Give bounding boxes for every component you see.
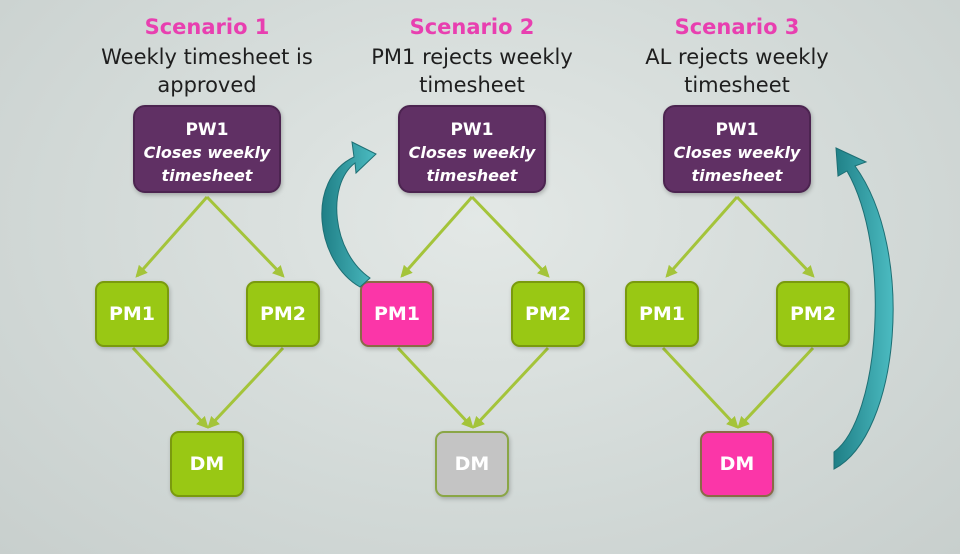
scenario-2: Scenario 2 PM1 rejects weekly timesheet … (312, 0, 632, 554)
dm-node: DM (435, 431, 509, 497)
flow-connectors (131, 195, 285, 429)
scenario-1: Scenario 1 Weekly timesheet is approved … (47, 0, 367, 554)
scenario-title: Scenario 1 (144, 15, 270, 39)
scenario-title: Scenario 2 (409, 15, 535, 39)
flow-connectors (661, 195, 815, 429)
connector-pw1-pm1 (400, 196, 474, 278)
pw1-label: PW1 (450, 120, 494, 140)
connector-pw1-pm1 (135, 196, 209, 278)
connector-pm1-dm (396, 346, 474, 429)
scenario-title: Scenario 3 (674, 15, 800, 39)
connector-pm2-dm (472, 346, 550, 429)
pw1-box: PW1 Closes weekly timesheet (133, 105, 281, 193)
connector-pm2-dm (737, 346, 815, 429)
pw1-box: PW1 Closes weekly timesheet (663, 105, 811, 193)
return-arrow-dm-to-pw1-icon (833, 147, 894, 470)
scenario-description: AL rejects weekly timesheet (645, 45, 829, 97)
connector-pm2-dm (207, 346, 285, 429)
pm2-node: PM2 (511, 281, 585, 347)
pm1-node: PM1 (360, 281, 434, 347)
pm1-node: PM1 (95, 281, 169, 347)
connector-pw1-pm2 (735, 195, 815, 278)
dm-node: DM (700, 431, 774, 497)
pw1-label: PW1 (715, 120, 759, 140)
connector-pm1-dm (661, 346, 739, 429)
dm-node: DM (170, 431, 244, 497)
pw1-action: Closes weekly timesheet (408, 143, 536, 185)
pw1-label: PW1 (185, 120, 229, 140)
connector-pw1-pm2 (470, 195, 550, 278)
connector-pm1-dm (131, 346, 209, 429)
scenario-description: Weekly timesheet is approved (101, 45, 313, 97)
scenario-description: PM1 rejects weekly timesheet (371, 45, 573, 97)
return-arrow-pm1-to-pw1-icon (321, 141, 377, 288)
connector-pw1-pm1 (665, 196, 739, 278)
scenario-3: Scenario 3 AL rejects weekly timesheet P… (577, 0, 897, 554)
pw1-box: PW1 Closes weekly timesheet (398, 105, 546, 193)
pm1-node: PM1 (625, 281, 699, 347)
pw1-action: Closes weekly timesheet (673, 143, 801, 185)
pw1-action: Closes weekly timesheet (143, 143, 271, 185)
pm2-node: PM2 (776, 281, 850, 347)
flow-connectors (396, 195, 550, 429)
connector-pw1-pm2 (205, 195, 285, 278)
pm2-node: PM2 (246, 281, 320, 347)
